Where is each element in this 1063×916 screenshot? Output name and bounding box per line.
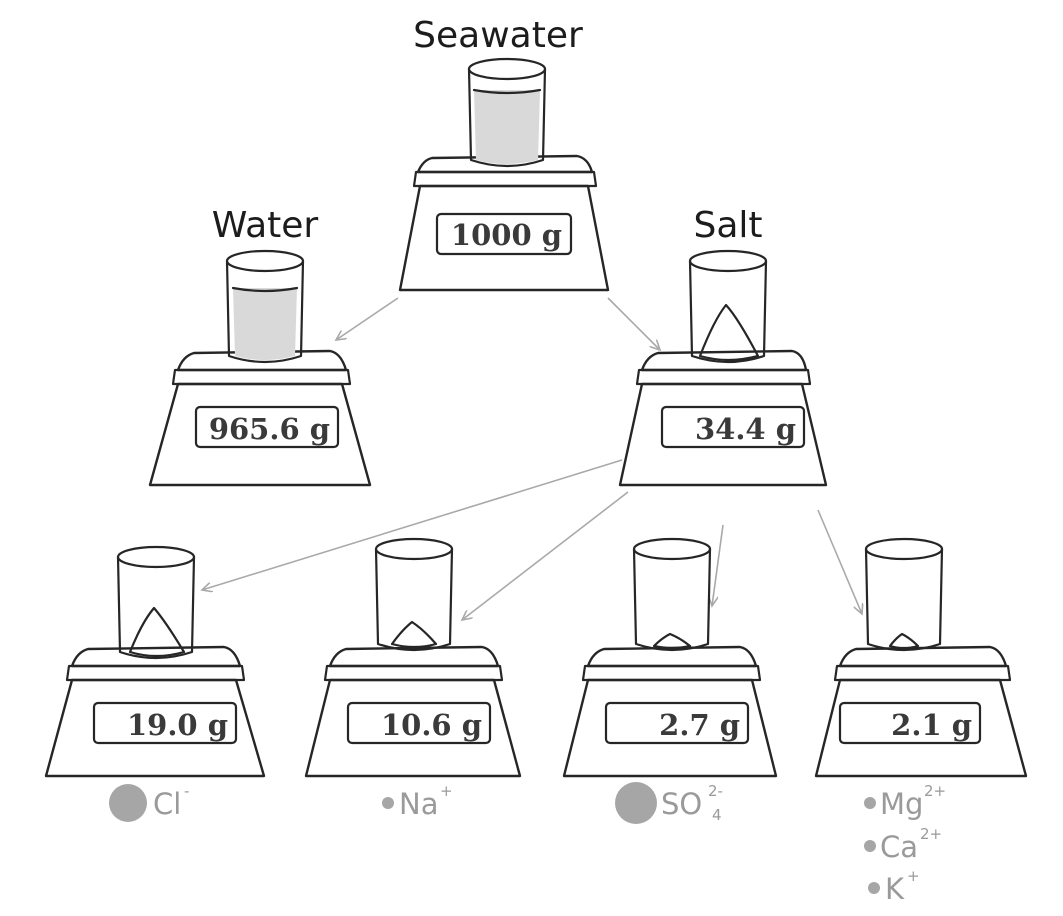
salt-reading: 34.4 g [695,412,796,446]
seawater-reading: 1000 g [451,218,562,252]
seawater-beaker [469,59,545,166]
arrow-seawater-to-water [336,298,398,340]
chloride-charge: - [184,782,189,800]
sodium-beaker [376,539,452,650]
sodium-scale: 10.6 g [306,539,520,776]
ion-label-calcium: Ca 2+ [864,825,942,864]
salt-title: Salt [693,205,762,246]
sulfate-charge: 2- [708,782,723,800]
calcium-charge: 2+ [920,825,942,843]
arrow-salt-to-other [818,510,862,614]
sodium-reading: 10.6 g [381,708,482,742]
sulfate-scale: 2.7 g [564,539,776,776]
svg-text:Na: Na [399,787,438,821]
calcium-ion-dot [864,840,876,852]
ion-label-potassium: K + [868,867,920,906]
sulfate-reading: 2.7 g [659,708,740,742]
chloride-symbol: Cl [153,787,181,821]
svg-text:K: K [885,872,905,906]
calcium-symbol: Ca [880,830,918,864]
seawater-scale: 1000 g [400,59,608,290]
magnesium-symbol: Mg [880,787,923,821]
sodium-ion-dot [382,797,394,809]
seawater-liquid [474,90,540,164]
other-ions-reading: 2.1 g [891,708,972,742]
svg-text:Ca: Ca [880,830,918,864]
ion-label-chloride: Cl - [109,782,189,822]
svg-text:SO: SO [661,787,702,821]
potassium-charge: + [907,867,920,885]
svg-text:Mg: Mg [880,787,923,821]
svg-text:Cl: Cl [153,787,181,821]
sulfate-beaker [634,539,710,650]
arrow-salt-to-sodium [462,492,628,620]
ion-label-magnesium: Mg 2+ [864,782,946,821]
sodium-charge: + [440,782,453,800]
seawater-title: Seawater [413,15,583,56]
magnesium-ion-dot [864,797,876,809]
water-scale: 965.6 g [150,251,370,485]
chloride-ion-dot [109,784,147,822]
other-ions-beaker [866,539,942,650]
potassium-symbol: K [885,872,905,906]
arrow-salt-to-sulfate [712,525,723,606]
salt-beaker [690,251,766,362]
chloride-beaker [118,547,194,658]
other-ions-scale: 2.1 g [816,539,1026,776]
water-title: Water [212,205,319,246]
magnesium-charge: 2+ [924,782,946,800]
sulfate-symbol: SO [661,787,702,821]
arrow-seawater-to-salt [608,298,660,350]
sulfate-ion-dot [615,782,657,824]
chloride-reading: 19.0 g [127,708,228,742]
salt-scale: 34.4 g [620,251,826,485]
sodium-symbol: Na [399,787,438,821]
potassium-ion-dot [868,882,880,894]
water-beaker [227,251,303,362]
water-reading: 965.6 g [209,412,330,446]
ion-label-sodium: Na + [382,782,453,821]
ion-label-sulfate: SO 2- 4 [615,782,723,824]
sulfate-subscript: 4 [712,806,722,824]
